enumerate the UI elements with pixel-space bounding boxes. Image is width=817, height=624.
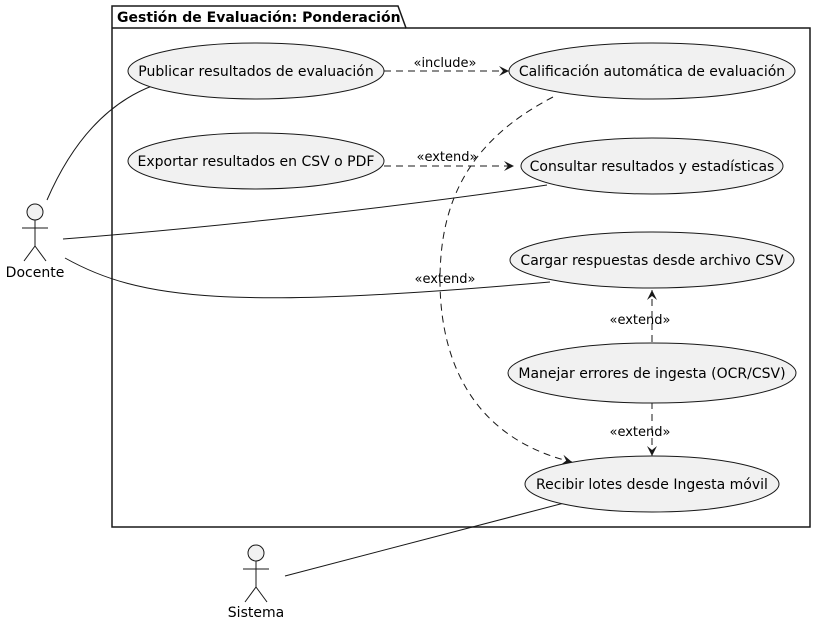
use-case-recibir-label: Recibir lotes desde Ingesta móvil [536, 477, 768, 493]
label-extend-manejar-cargar: «extend» [610, 313, 671, 328]
association-docente-consultar [62, 184, 548, 240]
package-title: Gestión de Evaluación: Ponderación [117, 10, 401, 26]
association-docente-cargar [64, 257, 551, 299]
use-case-cargar[interactable]: Cargar respuestas desde archivo CSV [509, 231, 795, 289]
associations [46, 85, 569, 577]
actor-docente-head-icon [26, 203, 44, 221]
actor-docente-label: Docente [6, 265, 65, 281]
use-case-manejar-label: Manejar errores de ingesta (OCR/CSV) [518, 366, 785, 382]
relation-labels: «include» «extend» «extend» «extend» «ex… [413, 56, 670, 440]
label-extend-manejar-recibir: «extend» [610, 425, 671, 440]
use-case-consultar-label: Consultar resultados y estadísticas [530, 159, 775, 175]
actor-sistema-label: Sistema [228, 605, 284, 621]
use-case-publicar-label: Publicar resultados de evaluación [138, 64, 373, 80]
label-include-publicar: «include» [413, 56, 476, 71]
use-case-cargar-label: Cargar respuestas desde archivo CSV [520, 253, 784, 269]
extend-calificacion-recibir [439, 96, 573, 465]
use-case-recibir[interactable]: Recibir lotes desde Ingesta móvil [524, 455, 780, 513]
use-case-exportar-label: Exportar resultados en CSV o PDF [138, 154, 375, 170]
use-case-publicar[interactable]: Publicar resultados de evaluación [127, 42, 385, 100]
package-frame: Gestión de Evaluación: Ponderación [111, 5, 811, 528]
use-case-manejar[interactable]: Manejar errores de ingesta (OCR/CSV) [507, 342, 797, 404]
use-case-calificacion[interactable]: Calificación automática de evaluación [508, 42, 796, 100]
use-case-exportar[interactable]: Exportar resultados en CSV o PDF [127, 132, 385, 190]
label-extend-exportar: «extend» [417, 150, 478, 165]
association-docente-publicar [46, 85, 153, 201]
actor-docente[interactable]: Docente [6, 203, 65, 281]
actor-sistema[interactable]: Sistema [228, 544, 284, 621]
dependencies [384, 66, 657, 465]
association-sistema-recibir [284, 501, 569, 577]
actor-sistema-head-icon [247, 544, 265, 562]
use-case-consultar[interactable]: Consultar resultados y estadísticas [520, 137, 784, 195]
use-case-calificacion-label: Calificación automática de evaluación [519, 64, 785, 80]
label-extend-calificacion: «extend» [415, 272, 476, 287]
